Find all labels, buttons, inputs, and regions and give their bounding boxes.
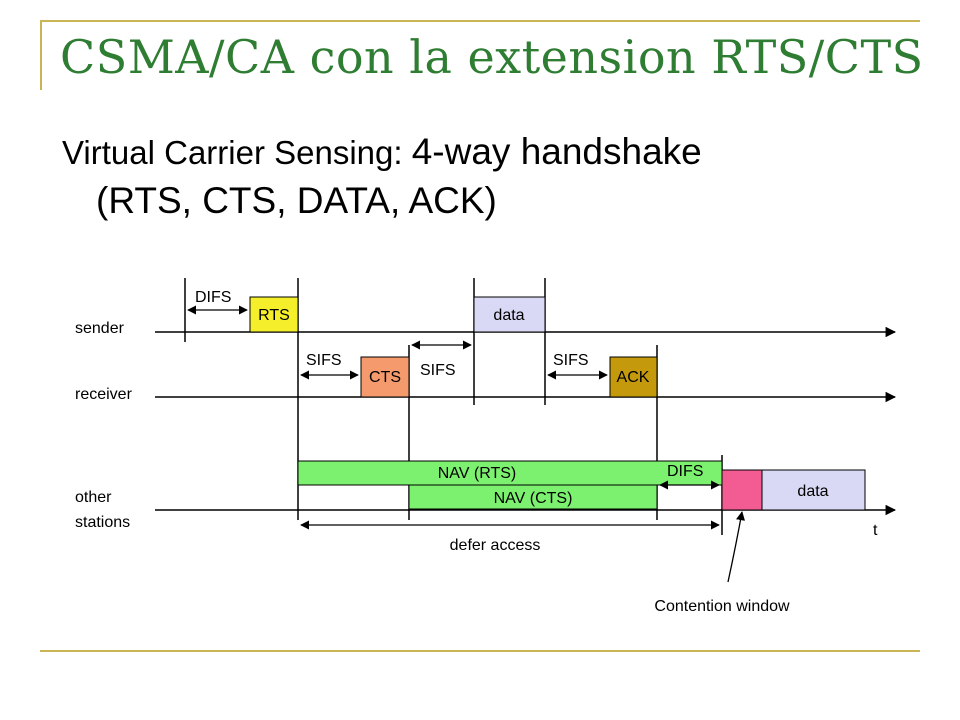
cts-frame <box>360 356 410 398</box>
data-frame-sender <box>473 296 546 333</box>
difs-other-label: DIFS <box>667 463 703 480</box>
nav-rts-label: NAV (RTS) <box>438 465 517 482</box>
rts-frame <box>249 296 299 333</box>
rts-frame-label: RTS <box>258 307 290 324</box>
slide-subtitle: Virtual Carrier Sensing: 4-way handshake… <box>62 128 882 225</box>
cts-frame-label: CTS <box>369 369 401 386</box>
sifs-2-label: SIFS <box>420 362 456 379</box>
top-rule <box>40 20 920 22</box>
time-axis-label: t <box>873 522 878 539</box>
slide-title: CSMA/CA con la extension RTS/CTS <box>60 30 924 84</box>
ack-frame <box>609 356 658 398</box>
ack-frame-label: ACK <box>617 369 650 386</box>
data-frame-other-label: data <box>797 483 828 500</box>
contention-window-block <box>721 469 763 511</box>
sifs-3-label: SIFS <box>553 352 589 369</box>
other-stations-label-line1: other <box>75 489 112 506</box>
contention-window-label: Contention window <box>654 598 790 615</box>
contention-window-pointer <box>727 511 746 583</box>
data-frame-other <box>761 469 866 511</box>
receiver-row-label: receiver <box>75 386 133 403</box>
subtitle-main: 4-way handshake <box>411 131 702 172</box>
sender-row-label: sender <box>75 320 125 337</box>
bottom-rule <box>40 650 920 652</box>
subtitle-line2: (RTS, CTS, DATA, ACK) <box>96 180 497 221</box>
subtitle-prefix: Virtual Carrier Sensing: <box>62 134 412 171</box>
defer-access-label: defer access <box>450 537 541 554</box>
nav-rts-bar <box>297 460 723 486</box>
sifs-1-label: SIFS <box>306 352 342 369</box>
difs-sender-label: DIFS <box>195 289 231 306</box>
nav-cts-bar <box>408 484 658 510</box>
data-frame-sender-label: data <box>493 307 524 324</box>
nav-cts-label: NAV (CTS) <box>494 490 573 507</box>
left-rule <box>40 20 42 90</box>
other-stations-label-line2: stations <box>75 514 130 531</box>
